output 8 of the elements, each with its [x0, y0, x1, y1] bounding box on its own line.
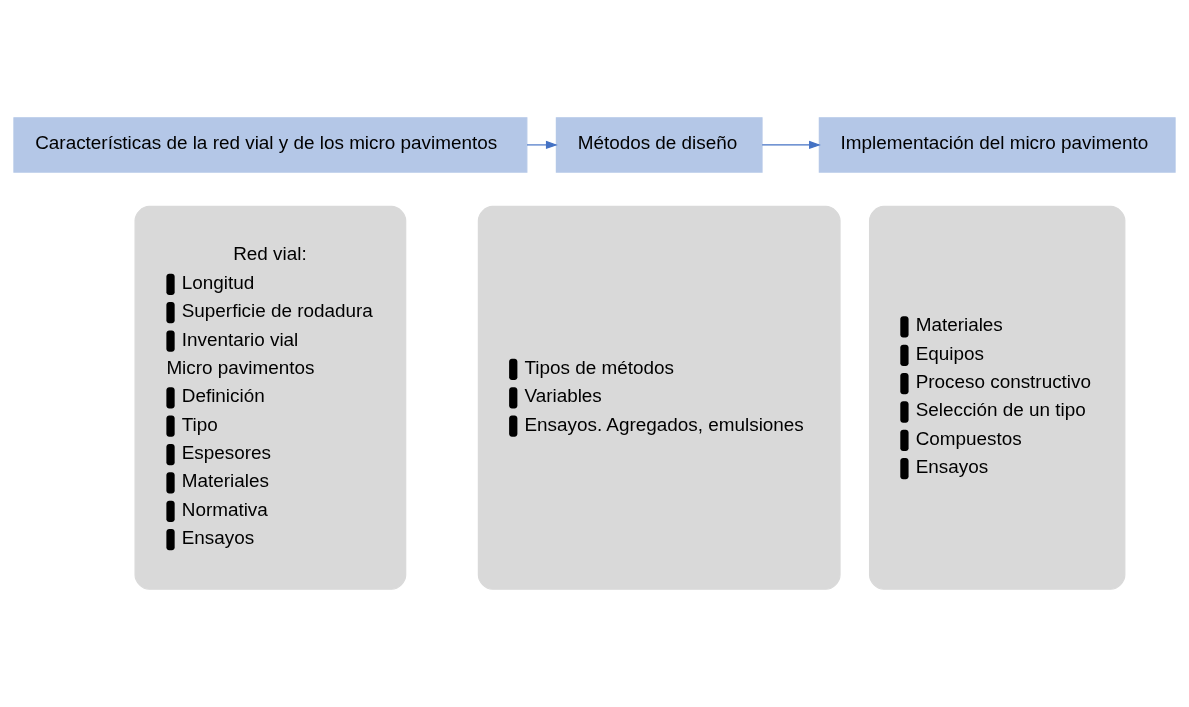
node-box: Características de la red vial y de los micro pavimentos: [13, 117, 528, 173]
arrow: [526, 140, 558, 150]
node-box: Métodos de diseño: [555, 117, 763, 173]
arrow: [761, 140, 821, 150]
node-box: Red vial: Longitud Superficie de rodadura Inventario vial Micro pavimentos Definición Tipo Espesores Materiales Normativa Ensayos: [134, 205, 407, 590]
node-box: Materiales Equipos Proceso constructivo Selección de un tipo Compuestos Ensayos: [869, 205, 1126, 590]
node-box: Tipos de métodos Variables Ensayos. Agregados, emulsiones: [477, 205, 841, 590]
node-box: Implementación del micro pavimento: [818, 117, 1176, 173]
